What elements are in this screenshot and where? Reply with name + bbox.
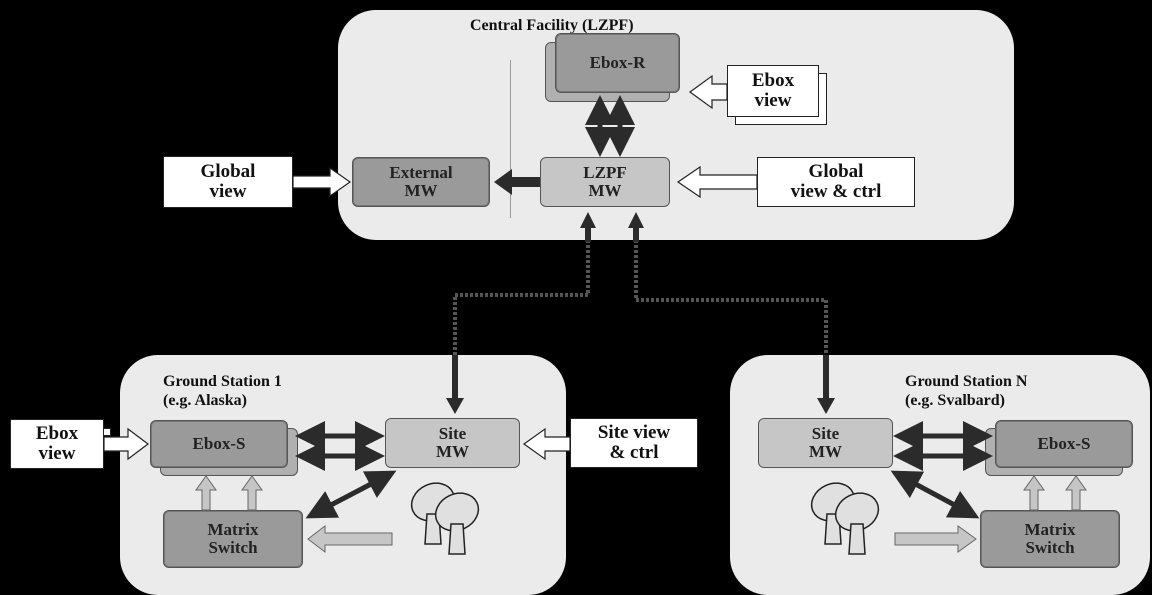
ebox-view-s1-line2: view <box>38 443 76 464</box>
satellite-dish-icon <box>810 482 880 555</box>
site-view-ctrl-label: Site view & ctrl <box>570 418 698 468</box>
ebox-r-box: Ebox-R <box>555 33 680 93</box>
dish1-to-matrix-arrow <box>307 524 393 554</box>
ground-station-n-title-line2: (e.g. Svalbard) <box>905 392 1005 409</box>
network-arrowhead-siteN <box>817 398 835 414</box>
ground-station-1-title-line1: Ground Station 1 <box>163 373 282 390</box>
ebox-s-n-box: Ebox-S <box>995 420 1133 468</box>
global-view-ctrl-arrow <box>676 165 758 199</box>
ground-station-1-title-line2: (e.g. Alaska) <box>163 392 247 409</box>
network-arrowhead-lzpf-right <box>628 212 644 228</box>
ebox-s-1-label: Ebox-S <box>192 434 246 453</box>
matrix-switch-1-line2: Switch <box>208 538 258 557</box>
site-view-ctrl-line2: & ctrl <box>609 442 659 463</box>
network-link-stationN <box>634 240 828 360</box>
ebox-s-n-label: Ebox-S <box>1037 434 1091 453</box>
external-to-global-view-arrow <box>292 166 352 198</box>
site-view-ctrl-arrow <box>522 427 571 461</box>
ebox-view-line2: view <box>754 90 792 111</box>
global-view-label: Global view <box>163 156 293 208</box>
central-divider <box>510 60 511 218</box>
site-mw-1-line1: Site <box>438 424 467 443</box>
network-link-station1 <box>453 240 590 360</box>
satellite-dish-icon <box>410 482 480 555</box>
ebox-view-s1-line1: Ebox <box>35 423 79 444</box>
matrixN-to-ebox-arrows <box>1023 475 1087 511</box>
ebox-view-line1: Ebox <box>751 70 795 91</box>
external-mw-line1: External <box>389 163 453 182</box>
siteN-matrix-diagonal-arrow <box>890 470 980 519</box>
global-view-ctrl-line1: Global <box>808 161 864 182</box>
ebox-s-1-box: Ebox-S <box>150 420 288 468</box>
diagram-canvas: { "central": { "title": "Central Facilit… <box>10 10 1150 595</box>
lzpf-mw-box: LZPF MW <box>540 157 670 207</box>
matrix-switch-n-box: Matrix Switch <box>980 510 1120 568</box>
matrix1-to-ebox-arrows <box>195 475 263 511</box>
ebox-r-label: Ebox-R <box>589 53 646 72</box>
external-mw-box: External MW <box>352 157 490 207</box>
site-mw-n-line2: MW <box>808 442 843 461</box>
matrix-switch-1-line1: Matrix <box>207 520 259 539</box>
ebox-view-label-station1: Ebox view <box>10 419 104 469</box>
dishN-to-matrix-arrow <box>894 525 977 553</box>
network-arrowhead-lzpf-left <box>580 212 596 228</box>
network-arrowhead-site1 <box>446 398 464 414</box>
site-mw-1-line2: MW <box>435 442 470 461</box>
lzpf-mw-line2: MW <box>588 181 622 200</box>
external-mw-line2: MW <box>404 181 438 200</box>
ebox-view-arrow-central <box>688 74 728 110</box>
global-view-ctrl-label: Global view & ctrl <box>757 157 915 207</box>
matrix-switch-n-line2: Switch <box>1025 538 1075 557</box>
lzpf-to-external-arrow <box>494 169 540 195</box>
lzpf-mw-line1: LZPF <box>583 163 627 182</box>
site-view-ctrl-line1: Site view <box>597 422 671 443</box>
ebox-view-arrow-station1 <box>103 427 149 461</box>
connector-overlay <box>103 74 1087 554</box>
matrix-switch-n-line1: Matrix <box>1024 520 1076 539</box>
site-mw-n-box: Site MW <box>758 418 893 468</box>
site1-matrix-diagonal-arrow <box>305 470 397 519</box>
ground-station-n-title: Ground Station N (e.g. Svalbard) <box>905 372 1027 410</box>
ebox-view-label-central: Ebox view <box>727 65 819 117</box>
ebox-view-connector <box>103 428 111 436</box>
site-mw-n-line1: Site <box>811 424 840 443</box>
ground-station-n-title-line1: Ground Station N <box>905 373 1028 390</box>
matrix-switch-1-box: Matrix Switch <box>163 510 303 568</box>
global-view-line2: view <box>209 181 247 202</box>
global-view-line1: Global <box>200 161 256 182</box>
central-facility-title: Central Facility (LZPF) <box>470 17 634 34</box>
ground-station-1-title: Ground Station 1 (e.g. Alaska) <box>163 372 282 410</box>
global-view-ctrl-line2: view & ctrl <box>790 181 882 202</box>
site-mw-1-box: Site MW <box>385 418 520 468</box>
